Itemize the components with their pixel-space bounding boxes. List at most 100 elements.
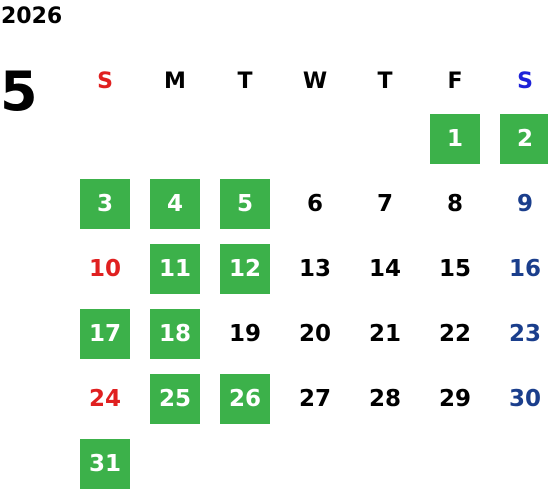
day-cell-wednesday[interactable]: 27 <box>280 366 350 431</box>
day-cell-saturday[interactable]: 9 <box>490 171 548 236</box>
weekday-thursday: T <box>377 68 393 94</box>
day-number <box>430 439 480 489</box>
weekday-friday: F <box>447 68 463 94</box>
day-cell-thursday[interactable]: 21 <box>350 301 420 366</box>
day-cell-thursday[interactable]: 7 <box>350 171 420 236</box>
day-number: 22 <box>438 320 471 347</box>
day-cell-tuesday <box>210 431 280 496</box>
day-cell-friday[interactable]: 29 <box>420 366 490 431</box>
day-number <box>290 439 340 489</box>
day-number <box>290 114 340 164</box>
day-cell-wednesday <box>280 431 350 496</box>
day-cell-saturday[interactable]: 2 <box>490 106 548 171</box>
weekday-monday: M <box>164 68 186 94</box>
day-number: 17 <box>80 308 130 359</box>
day-cell-sunday[interactable]: 24 <box>70 366 140 431</box>
day-cell-monday[interactable]: 18 <box>140 301 210 366</box>
day-cell-thursday[interactable]: 28 <box>350 366 420 431</box>
day-number: 15 <box>438 255 471 282</box>
month-label: 5 <box>0 60 38 123</box>
day-number: 27 <box>298 385 331 412</box>
day-cell-tuesday[interactable]: 19 <box>210 301 280 366</box>
day-cell-sunday[interactable]: 17 <box>70 301 140 366</box>
day-cell-wednesday <box>280 106 350 171</box>
calendar-week-row: 10 11 12 13 14 15 16 <box>70 236 548 301</box>
day-number <box>220 439 270 489</box>
day-number: 25 <box>150 373 200 424</box>
day-cell-tuesday[interactable]: 26 <box>210 366 280 431</box>
day-cell-sunday[interactable]: 31 <box>70 431 140 496</box>
day-cell-friday[interactable]: 8 <box>420 171 490 236</box>
day-cell-monday[interactable]: 25 <box>140 366 210 431</box>
day-number: 26 <box>220 373 270 424</box>
day-number: 24 <box>88 385 121 412</box>
day-number: 29 <box>438 385 471 412</box>
day-cell-wednesday[interactable]: 20 <box>280 301 350 366</box>
day-number: 3 <box>80 178 130 229</box>
weekday-sunday: S <box>97 68 113 94</box>
day-cell-monday[interactable]: 4 <box>140 171 210 236</box>
day-number <box>220 114 270 164</box>
day-number: 28 <box>368 385 401 412</box>
day-number: 5 <box>220 178 270 229</box>
day-cell-monday <box>140 106 210 171</box>
day-cell-friday <box>420 431 490 496</box>
day-number: 1 <box>430 113 480 164</box>
day-cell-saturday[interactable]: 23 <box>490 301 548 366</box>
day-number <box>360 114 410 164</box>
day-number: 14 <box>368 255 401 282</box>
day-number: 12 <box>220 243 270 294</box>
day-number: 2 <box>500 113 548 164</box>
year-label: 2026 <box>1 4 63 29</box>
day-cell-sunday[interactable]: 10 <box>70 236 140 301</box>
day-cell-saturday <box>490 431 548 496</box>
day-number: 30 <box>508 385 541 412</box>
day-number: 7 <box>376 190 393 217</box>
day-number: 13 <box>298 255 331 282</box>
day-cell-thursday <box>350 106 420 171</box>
day-number: 19 <box>228 320 261 347</box>
day-cell-saturday[interactable]: 30 <box>490 366 548 431</box>
day-cell-thursday[interactable]: 14 <box>350 236 420 301</box>
day-number <box>500 439 548 489</box>
calendar-week-row: 31 <box>70 431 548 496</box>
day-number: 11 <box>150 243 200 294</box>
day-number: 10 <box>88 255 121 282</box>
calendar-week-row: 24 25 26 27 28 29 30 <box>70 366 548 431</box>
day-cell-monday[interactable]: 11 <box>140 236 210 301</box>
day-cell-friday[interactable]: 15 <box>420 236 490 301</box>
weekday-header-row: S M T W T F S <box>70 56 548 106</box>
day-cell-friday[interactable]: 1 <box>420 106 490 171</box>
day-number <box>360 439 410 489</box>
day-number: 21 <box>368 320 401 347</box>
day-number <box>150 114 200 164</box>
day-number: 16 <box>508 255 541 282</box>
day-number: 31 <box>80 438 130 489</box>
day-number: 8 <box>446 190 463 217</box>
day-cell-thursday <box>350 431 420 496</box>
day-number: 20 <box>298 320 331 347</box>
day-cell-tuesday[interactable]: 5 <box>210 171 280 236</box>
day-cell-wednesday[interactable]: 13 <box>280 236 350 301</box>
day-number: 6 <box>306 190 323 217</box>
day-number <box>150 439 200 489</box>
day-cell-tuesday[interactable]: 12 <box>210 236 280 301</box>
day-cell-sunday <box>70 106 140 171</box>
day-number <box>80 114 130 164</box>
day-cell-sunday[interactable]: 3 <box>70 171 140 236</box>
weekday-tuesday: T <box>237 68 253 94</box>
day-cell-wednesday[interactable]: 6 <box>280 171 350 236</box>
day-number: 23 <box>508 320 541 347</box>
day-cell-friday[interactable]: 22 <box>420 301 490 366</box>
day-number: 9 <box>516 190 533 217</box>
day-cell-saturday[interactable]: 16 <box>490 236 548 301</box>
weekday-saturday: S <box>517 68 533 94</box>
day-number: 18 <box>150 308 200 359</box>
day-cell-tuesday <box>210 106 280 171</box>
calendar-week-row: 17 18 19 20 21 22 23 <box>70 301 548 366</box>
weekday-wednesday: W <box>302 68 328 94</box>
